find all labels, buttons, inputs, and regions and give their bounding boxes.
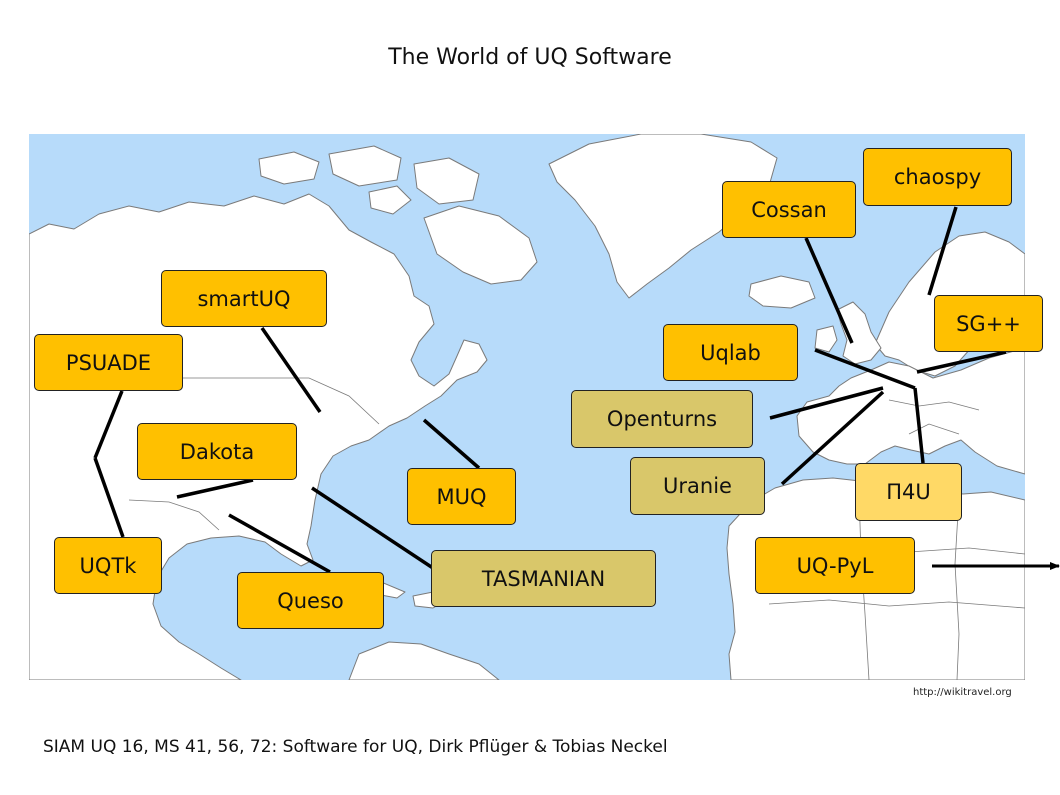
- slide-footer: SIAM UQ 16, MS 41, 56, 72: Software for …: [43, 737, 668, 757]
- label-sgpp[interactable]: SG++: [934, 295, 1043, 352]
- arctic-island: [368, 185, 412, 215]
- label-smartuq-text: smartUQ: [197, 286, 291, 311]
- label-uqtk[interactable]: UQTk: [54, 537, 162, 594]
- label-psuade-text: PSUADE: [65, 350, 152, 375]
- arctic-island: [328, 145, 402, 187]
- europe-border: [888, 399, 980, 411]
- label-pi4u-text: Π4U: [886, 480, 931, 504]
- slide-title: The World of UQ Software: [388, 45, 672, 70]
- label-openturns-text: Openturns: [606, 407, 718, 431]
- label-dakota-text: Dakota: [179, 439, 255, 464]
- label-chaospy[interactable]: chaospy: [863, 148, 1012, 206]
- label-uqpyl-text: UQ-PyL: [796, 553, 874, 578]
- label-sgpp-text: SG++: [956, 311, 1021, 336]
- label-queso-text: Queso: [277, 588, 344, 613]
- label-tasmanian-text: TASMANIAN: [481, 566, 606, 591]
- iceland: [748, 275, 816, 309]
- arctic-island: [258, 151, 320, 185]
- arctic-island: [413, 157, 480, 205]
- africa-border: [954, 495, 960, 680]
- label-psuade[interactable]: PSUADE: [34, 334, 183, 391]
- label-openturns[interactable]: Openturns: [571, 390, 753, 448]
- label-queso[interactable]: Queso: [237, 572, 384, 629]
- label-uqlab-text: Uqlab: [700, 340, 761, 365]
- label-chaospy-text: chaospy: [893, 165, 982, 189]
- map-credit: http://wikitravel.org: [913, 687, 1012, 698]
- label-smartuq[interactable]: smartUQ: [161, 270, 327, 327]
- label-cossan-text: Cossan: [751, 197, 827, 222]
- label-uqpyl[interactable]: UQ-PyL: [755, 537, 915, 594]
- label-uranie[interactable]: Uranie: [630, 457, 765, 515]
- greenland: [548, 134, 778, 299]
- label-uqtk-text: UQTk: [79, 553, 137, 578]
- label-muq[interactable]: MUQ: [407, 468, 516, 525]
- south-america: [348, 641, 500, 680]
- baffin-island: [423, 205, 538, 285]
- africa-border: [768, 599, 1025, 609]
- label-cossan[interactable]: Cossan: [722, 181, 856, 238]
- label-uranie-text: Uranie: [663, 474, 732, 498]
- us-mexico-border: [128, 499, 220, 531]
- label-pi4u[interactable]: Π4U: [855, 463, 962, 521]
- label-muq-text: MUQ: [436, 484, 487, 509]
- label-dakota[interactable]: Dakota: [137, 423, 297, 480]
- label-uqlab[interactable]: Uqlab: [663, 324, 798, 381]
- label-tasmanian[interactable]: TASMANIAN: [431, 550, 656, 607]
